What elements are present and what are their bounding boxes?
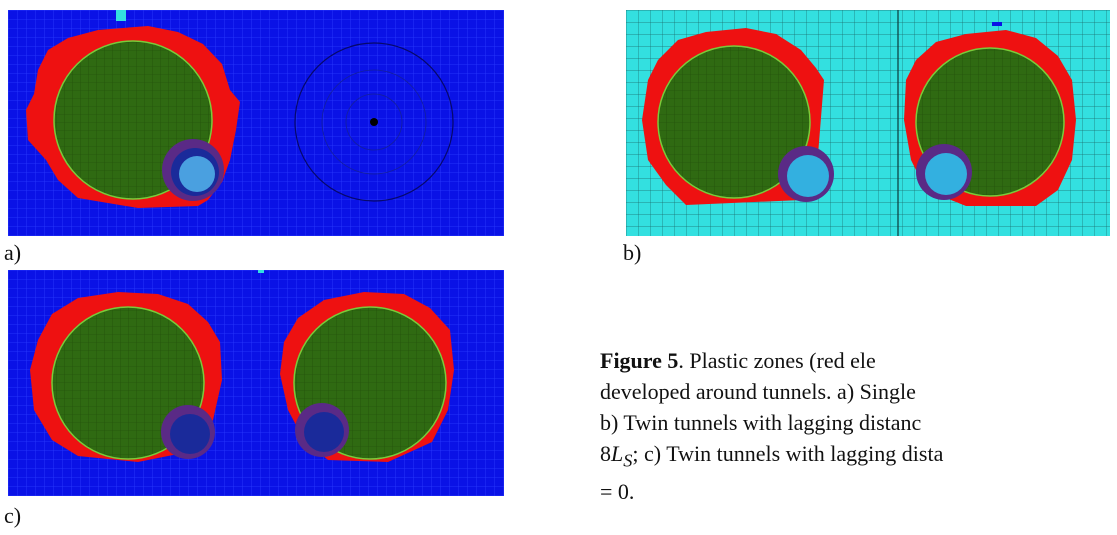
caption-sub-s: S xyxy=(623,450,633,471)
caption-line-4-pre: 8 xyxy=(600,441,611,466)
panel-label-b: b) xyxy=(623,240,642,265)
caption-line-4-post: ; c) Twin tunnels with lagging dista xyxy=(632,441,944,466)
figure-panel-c xyxy=(8,270,504,496)
figure-label: Figure 5 xyxy=(600,348,679,373)
caption-line-1: . Plastic zones (red ele xyxy=(678,348,876,373)
figure-caption: Figure 5. Plastic zones (red ele develop… xyxy=(600,345,1117,507)
caption-var-l: L xyxy=(611,441,624,466)
caption-line-5: = 0. xyxy=(600,479,635,505)
panel-b-image xyxy=(626,10,1110,236)
panel-c-image xyxy=(8,270,504,496)
figure-panel-a xyxy=(8,10,504,236)
caption-line-2: developed around tunnels. a) Single xyxy=(600,379,916,404)
caption-line-3: b) Twin tunnels with lagging distanc xyxy=(600,410,922,435)
figure-panel-b xyxy=(626,10,1110,236)
panel-label-c: c) xyxy=(4,503,22,528)
panel-label-a: a) xyxy=(4,240,22,265)
panel-a-image xyxy=(8,10,504,236)
